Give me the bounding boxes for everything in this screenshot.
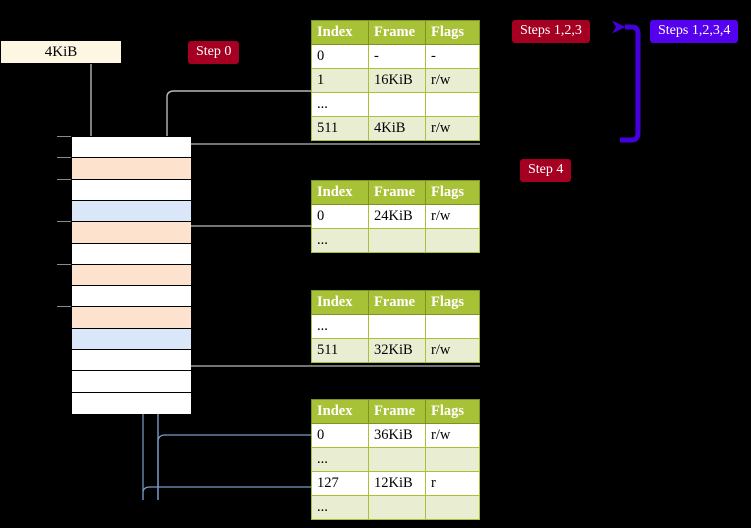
column-header: Flags	[425, 399, 480, 424]
table-cell: 0	[311, 423, 369, 448]
memory-frame-row	[72, 200, 191, 223]
memory-frame-row	[72, 264, 191, 287]
memory-tick-mark	[57, 157, 71, 159]
table-cell: ...	[311, 92, 369, 117]
table-cell: 511	[311, 338, 369, 363]
table-row: ...	[311, 92, 480, 117]
table-cell	[425, 228, 480, 253]
arrow-blue-to-pt0	[157, 434, 312, 500]
memory-tick-mark	[57, 306, 71, 308]
table-cell: 0	[311, 204, 369, 229]
table-cell: ...	[311, 447, 369, 472]
table-cell: 24KiB	[368, 204, 426, 229]
table-cell	[425, 314, 480, 339]
memory-frame-row	[72, 286, 191, 308]
table-row: 0--	[311, 44, 480, 69]
physical-memory-column	[71, 136, 191, 414]
column-header: Frame	[368, 20, 426, 45]
table-cell	[368, 228, 426, 253]
table-cell: 1	[311, 68, 369, 93]
memory-frame-row	[72, 328, 191, 351]
memory-frame-row	[72, 222, 191, 244]
table-cell: r/w	[425, 204, 480, 229]
memory-frame-row	[72, 392, 191, 414]
page-box-label: 4KiB	[44, 43, 78, 60]
table-cell	[368, 447, 426, 472]
memory-frame-row	[72, 371, 191, 393]
memory-frame-row	[72, 158, 191, 180]
column-header: Index	[311, 290, 369, 315]
table-cell: r/w	[425, 68, 480, 93]
memory-tick-mark	[57, 178, 71, 180]
memory-frame-row	[72, 179, 191, 201]
table-cell: ...	[311, 495, 369, 520]
table-cell: 127	[311, 471, 369, 496]
memory-tick-mark	[57, 221, 71, 223]
badge-steps1234: Steps 1,2,3,4	[650, 20, 739, 43]
memory-frame-row	[72, 307, 191, 329]
badge-step4: Step 4	[520, 159, 572, 182]
table-cell: 12KiB	[368, 471, 426, 496]
memory-frame-row	[72, 137, 191, 159]
column-header: Index	[311, 180, 369, 205]
table-cell	[425, 447, 480, 472]
column-header: Flags	[425, 20, 480, 45]
column-header: Frame	[368, 399, 426, 424]
column-header: Flags	[425, 180, 480, 205]
table-cell: -	[368, 44, 426, 69]
memory-frame-row	[72, 243, 191, 265]
table-cell: 36KiB	[368, 423, 426, 448]
table-cell: 0	[311, 44, 369, 69]
column-header: Index	[311, 399, 369, 424]
column-header: Frame	[368, 180, 426, 205]
badge-step0: Step 0	[188, 41, 240, 64]
table-cell: r/w	[425, 338, 480, 363]
table-cell: 16KiB	[368, 68, 426, 93]
badge-steps123: Steps 1,2,3	[512, 20, 590, 43]
table-cell: ...	[311, 314, 369, 339]
table-row: ...	[311, 228, 480, 253]
table-cell: 4KiB	[368, 116, 426, 141]
table-cell: -	[425, 44, 480, 69]
page-box: 4KiB	[0, 40, 122, 64]
table-cell: r/w	[425, 116, 480, 141]
table-cell: r/w	[425, 423, 480, 448]
table-cell	[368, 495, 426, 520]
arrow-blue-to-pt127	[142, 486, 312, 500]
table-cell: 511	[311, 116, 369, 141]
table-cell	[425, 495, 480, 520]
column-header: Frame	[368, 290, 426, 315]
table-cell	[368, 314, 426, 339]
table-cell: 32KiB	[368, 338, 426, 363]
arrow-purple-bracket	[612, 20, 641, 143]
table-row: ...	[311, 314, 480, 339]
column-header: Index	[311, 20, 369, 45]
table-row: ...	[311, 447, 480, 472]
memory-frame-row	[72, 350, 191, 372]
column-header: Flags	[425, 290, 480, 315]
table-cell	[368, 92, 426, 117]
memory-tick-mark	[57, 263, 71, 265]
table-cell: r	[425, 471, 480, 496]
table-row: ...	[311, 495, 480, 520]
table-cell: ...	[311, 228, 369, 253]
table-cell	[425, 92, 480, 117]
memory-tick-mark	[57, 136, 71, 137]
